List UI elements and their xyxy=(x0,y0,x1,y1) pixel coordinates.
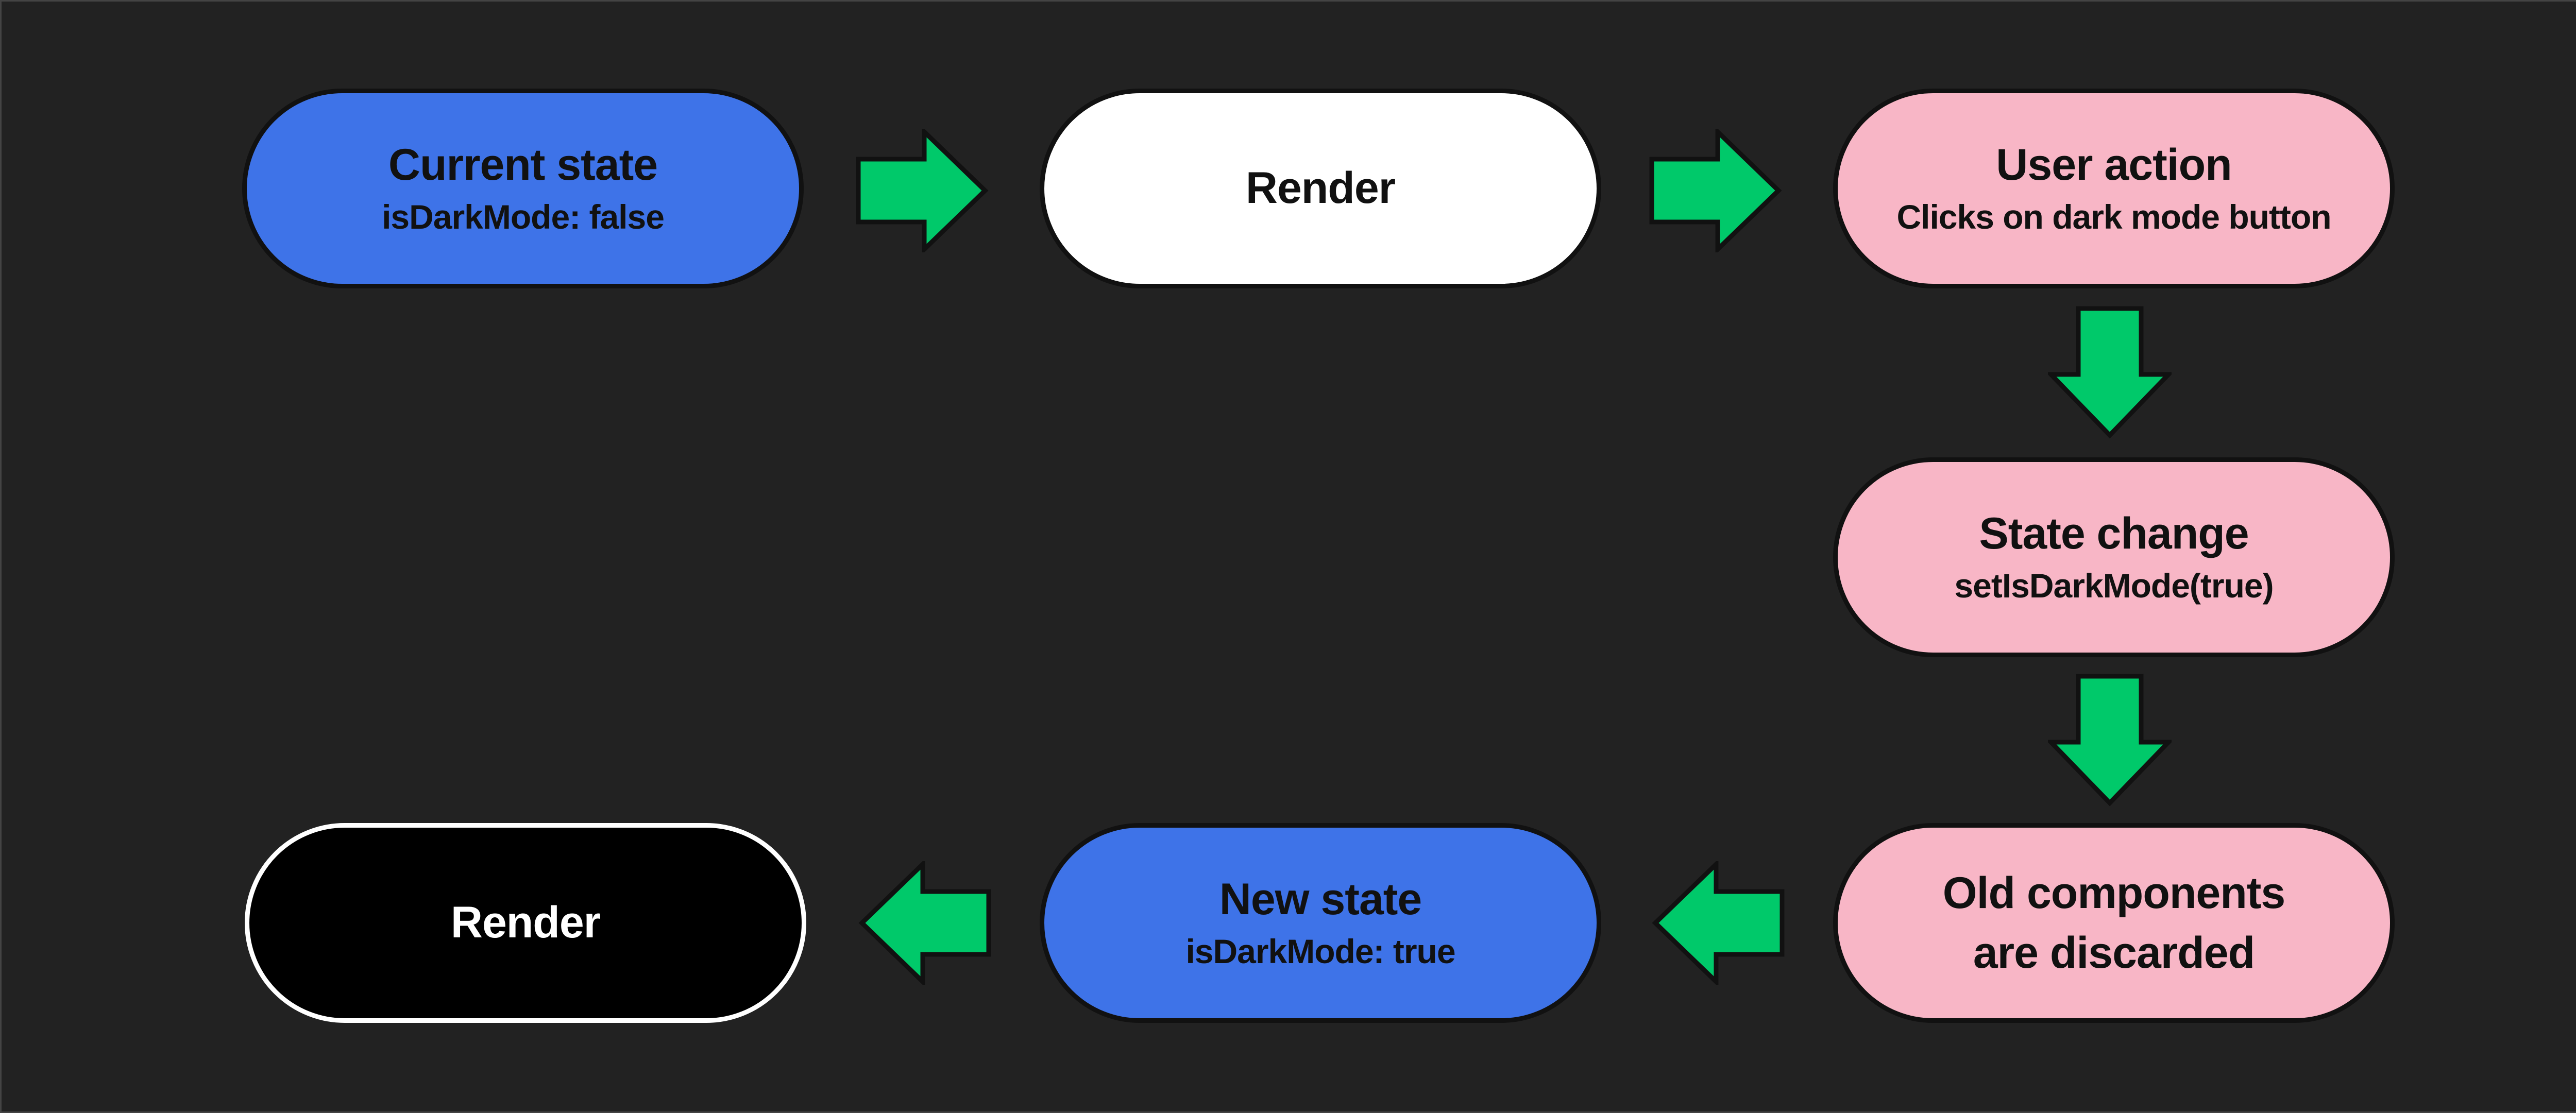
node-title: State change xyxy=(1979,509,2249,559)
arrow-right-icon xyxy=(1649,129,1783,252)
node-title: Render xyxy=(450,898,601,948)
node-title: User action xyxy=(1996,140,2232,190)
user-action-node: User action Clicks on dark mode button xyxy=(1833,89,2395,288)
arrow-right-icon xyxy=(855,129,989,252)
node-subtitle: isDarkMode: true xyxy=(1185,932,1455,971)
node-subtitle: setIsDarkMode(true) xyxy=(1954,567,2274,605)
old-components-node: Old components are discarded xyxy=(1833,823,2395,1023)
node-subtitle: Clicks on dark mode button xyxy=(1896,198,2331,236)
node-title: Render xyxy=(1245,163,1396,213)
arrow-down-icon xyxy=(2048,305,2172,439)
node-title: New state xyxy=(1219,875,1422,924)
current-state-node: Current state isDarkMode: false xyxy=(242,89,804,288)
arrow-left-icon xyxy=(858,861,992,985)
state-change-node: State change setIsDarkMode(true) xyxy=(1833,457,2395,657)
new-state-node: New state isDarkMode: true xyxy=(1040,823,1601,1023)
node-text-line-2: are discarded xyxy=(1973,928,2255,978)
node-text-line-1: Old components xyxy=(1942,868,2285,918)
render-dark-node: Render xyxy=(245,823,806,1023)
node-subtitle: isDarkMode: false xyxy=(382,198,665,236)
arrow-left-icon xyxy=(1651,861,1785,985)
render-light-node: Render xyxy=(1040,89,1601,288)
node-title: Current state xyxy=(388,140,658,190)
arrow-down-icon xyxy=(2048,673,2172,807)
